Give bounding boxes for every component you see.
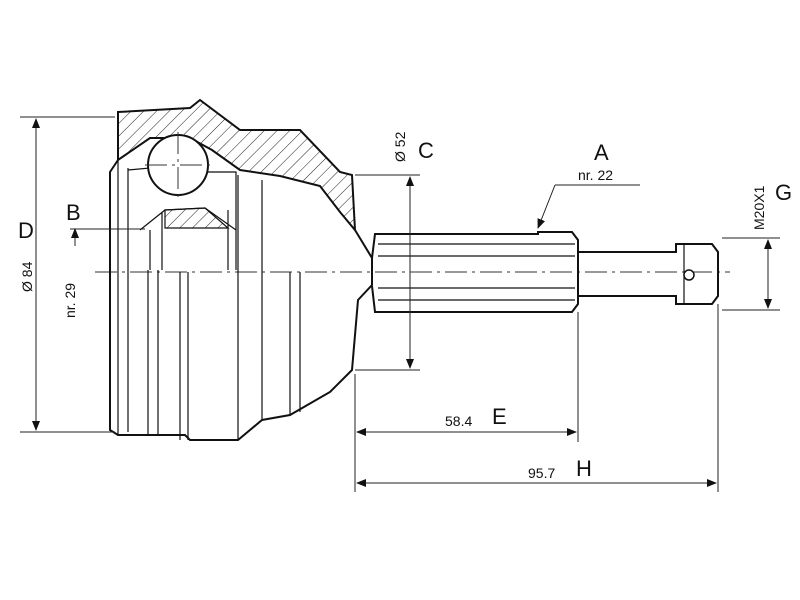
- inner-race-hatch: [164, 207, 230, 229]
- spline-shaft: [371, 231, 579, 313]
- label-d-sub: Ø 84: [19, 261, 35, 292]
- label-g-sub: M20X1: [751, 185, 767, 230]
- label-b-sub: nr. 29: [62, 283, 78, 318]
- threaded-stub: [578, 243, 719, 305]
- dim-a-leader: [537, 184, 556, 229]
- label-a: A: [594, 140, 609, 165]
- label-g: G: [775, 180, 792, 205]
- spline-teeth: [378, 243, 575, 301]
- label-e-value: 58.4: [445, 413, 472, 429]
- label-c-sub: Ø 52: [392, 131, 408, 162]
- label-a-sub: nr. 22: [578, 167, 613, 183]
- label-d: D: [18, 218, 34, 243]
- label-c: C: [418, 138, 434, 163]
- label-h: H: [576, 456, 592, 481]
- label-e: E: [492, 404, 507, 429]
- label-b: B: [66, 200, 81, 225]
- label-h-value: 95.7: [528, 465, 555, 481]
- cotter-hole: [683, 269, 695, 281]
- housing-outline: [109, 112, 373, 441]
